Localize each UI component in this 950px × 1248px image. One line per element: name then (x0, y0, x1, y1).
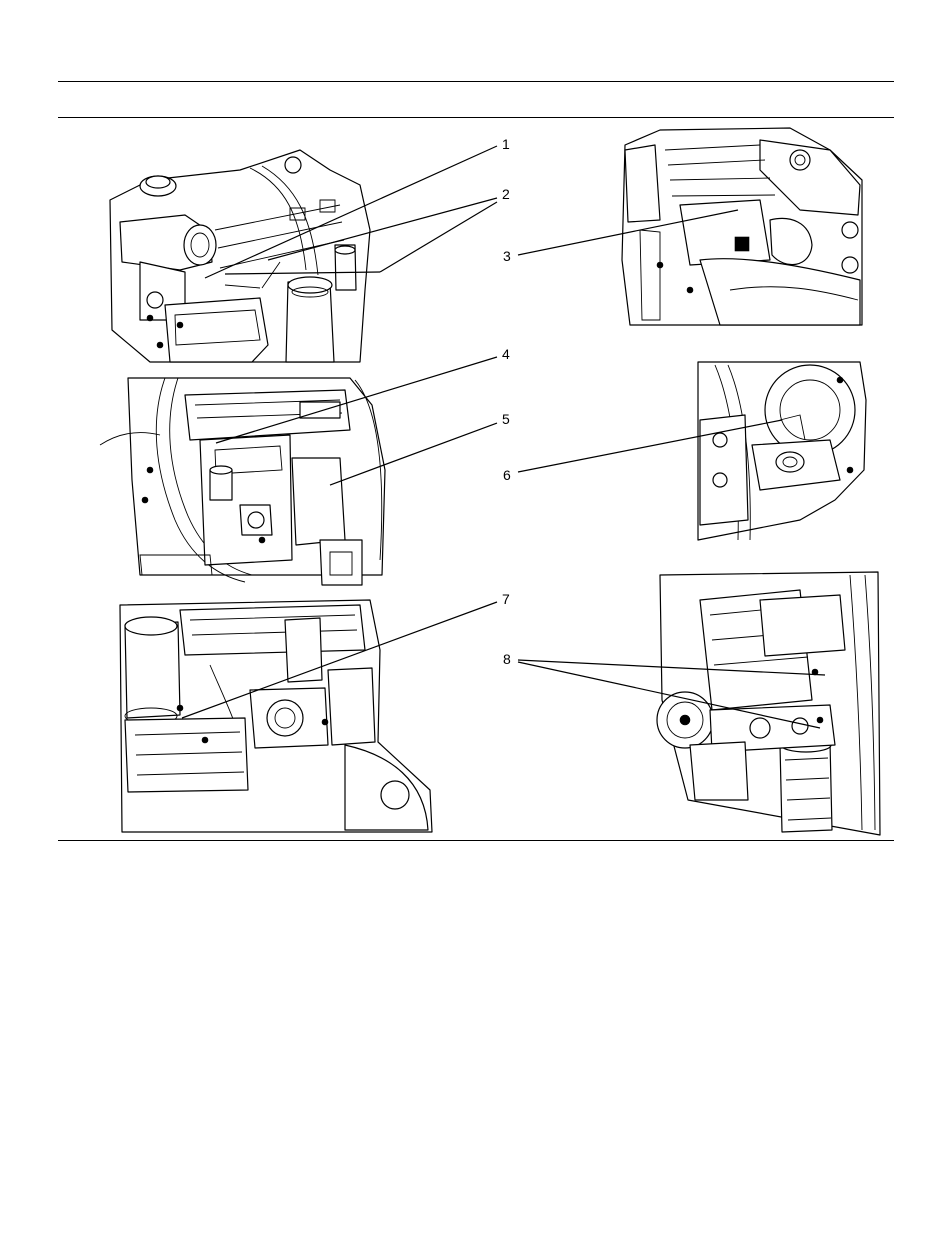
leader-line-2b (380, 202, 497, 272)
engine-view-middle-right (698, 362, 866, 540)
engine-view-bottom-right (657, 572, 880, 835)
callout-6: 6 (503, 467, 511, 483)
callout-2: 2 (502, 186, 510, 202)
engine-view-bottom-left (120, 600, 432, 832)
callout-8: 8 (503, 651, 511, 667)
engine-view-top-left (110, 150, 370, 362)
callout-5: 5 (502, 411, 510, 427)
callout-labels: 1 2 3 4 5 6 7 8 (502, 136, 511, 667)
engine-view-middle-left (100, 378, 385, 585)
callout-3: 3 (503, 248, 511, 264)
callout-4: 4 (502, 346, 510, 362)
callout-7: 7 (502, 591, 510, 607)
callout-1: 1 (502, 136, 510, 152)
